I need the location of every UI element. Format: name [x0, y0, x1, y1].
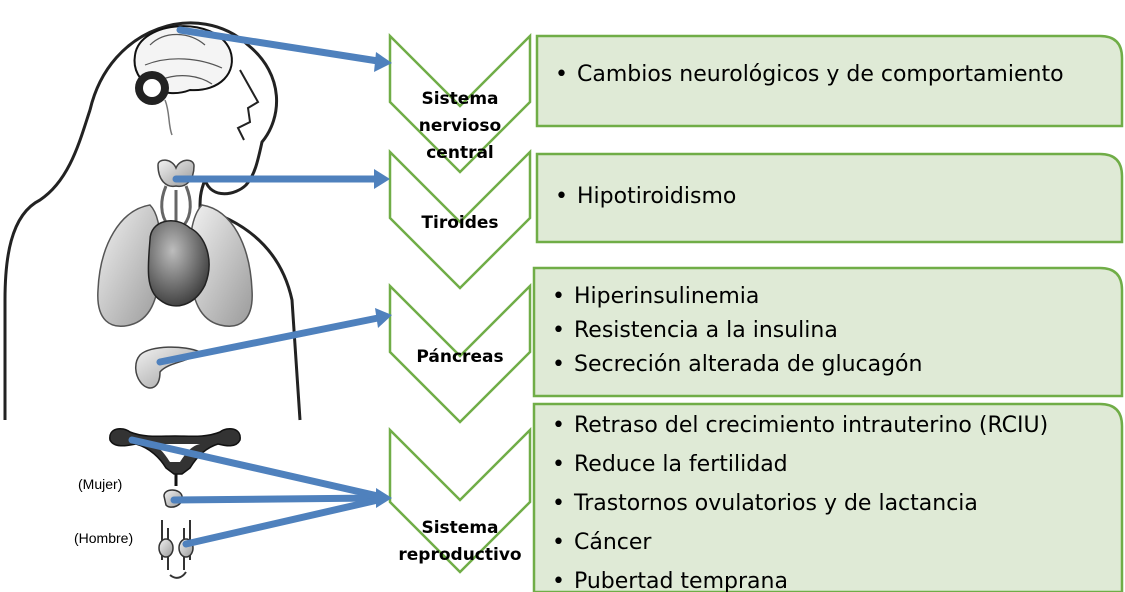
arrow-pancreas: [156, 314, 382, 366]
list-item: Cambios neurológicos y de comportamiento: [555, 62, 1111, 87]
arrow-pancreas-head: [375, 308, 392, 328]
effects-pancreas: Hiperinsulinemia Resistencia a la insuli…: [534, 280, 1125, 382]
arrow-group: [128, 26, 392, 548]
list-item: Secreción alterada de glucagón: [552, 348, 1111, 382]
arrow-brain: [176, 26, 382, 65]
list-item: Trastornos ovulatorios y de lactancia: [552, 484, 1111, 523]
label-pancreas: Páncreas: [416, 347, 504, 367]
chevron-snc: [388, 32, 532, 174]
list-item: Reduce la fertilidad: [552, 445, 1111, 484]
list-item: Retraso del crecimiento intrauterino (RC…: [552, 406, 1111, 445]
label-sistema-nervioso-central: Sistema nervioso central: [418, 89, 502, 163]
human-body-illustration: [3, 21, 302, 579]
chevron-reproductive: [388, 426, 532, 574]
male-label: (Hombre): [74, 530, 134, 546]
effects-reproductive: Retraso del crecimiento intrauterino (RC…: [534, 406, 1125, 592]
list-item: Hiperinsulinemia: [552, 280, 1111, 314]
arrow-testis: [170, 494, 382, 504]
chevron-group: [388, 32, 532, 574]
arrow-male: [182, 496, 382, 548]
list-item: Pubertad temprana: [552, 562, 1111, 592]
female-label: (Mujer): [78, 476, 123, 492]
arrow-uterus: [128, 436, 382, 500]
chevron-thyroid: [388, 148, 532, 290]
head-detail: [236, 69, 260, 141]
list-item: Hipotiroidismo: [555, 184, 1111, 209]
effects-snc: Cambios neurológicos y de comportamiento: [537, 62, 1125, 87]
list-item: Resistencia a la insulina: [552, 314, 1111, 348]
arrow-brain-head: [374, 52, 392, 72]
arrow-thyroid-head: [374, 169, 390, 189]
list-item: Cáncer: [552, 523, 1111, 562]
label-sistema-reproductivo: Sistema reproductivo: [398, 518, 522, 565]
chevron-pancreas: [388, 282, 532, 424]
heart-illustration: [147, 220, 210, 307]
arrow-reproductive-head: [376, 488, 392, 508]
label-tiroides: Tiroides: [421, 213, 499, 233]
effects-thyroid: Hipotiroidismo: [537, 184, 1125, 209]
